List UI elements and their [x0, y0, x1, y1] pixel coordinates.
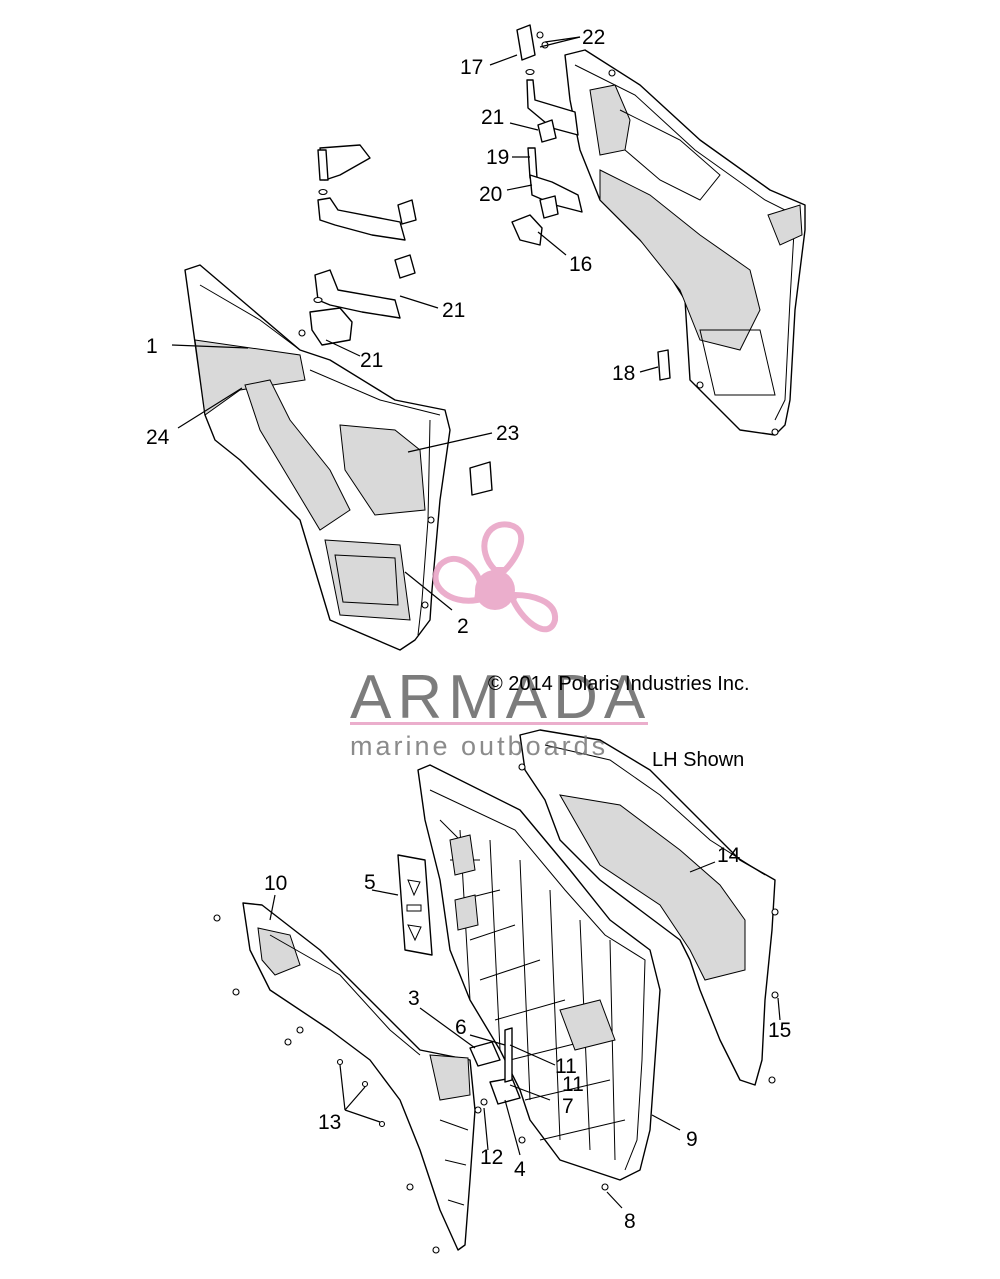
callout-label: 7	[562, 1095, 574, 1118]
callout-label: 24	[146, 426, 170, 449]
latch-hardware	[336, 1027, 526, 1144]
door-panel-upper-left	[184, 264, 451, 651]
callout-label: 9	[686, 1128, 698, 1151]
callout-label: 15	[768, 1019, 791, 1042]
bracket-part-18	[657, 349, 671, 381]
callout-labels: 1 2 3 4 5 6 7 8 9 10 11 11 12 13 14 15 1…	[146, 26, 791, 1233]
view-note: LH Shown	[652, 749, 744, 771]
callout-label: 10	[264, 872, 287, 895]
callout-label: 19	[486, 146, 509, 169]
callout-label: 17	[460, 56, 483, 79]
watermark-brand: ARMADA	[350, 663, 651, 732]
callout-label: 18	[612, 362, 635, 385]
callout-label: 14	[717, 844, 741, 867]
propeller-logo-icon	[432, 521, 558, 633]
callout-label: 6	[455, 1016, 467, 1039]
callout-label: 13	[318, 1111, 341, 1134]
callout-label: 21	[360, 349, 383, 372]
callout-label: 11	[555, 1055, 577, 1078]
hinge-assembly-upper-right	[511, 24, 583, 246]
callout-label: 23	[496, 422, 519, 445]
callout-label: 2	[457, 615, 469, 638]
door-frame-part-9	[417, 764, 661, 1191]
callout-label: 11	[562, 1073, 584, 1096]
callout-label: 5	[364, 871, 376, 894]
leader-lines	[171, 36, 781, 1209]
copyright-note: © 2014 Polaris Industries Inc.	[488, 673, 750, 695]
watermark: ARMADA marine outboards	[350, 521, 651, 761]
callout-label: 8	[624, 1210, 636, 1233]
callout-label: 22	[582, 26, 605, 49]
callout-label: 12	[480, 1146, 503, 1169]
door-trim-panel-14	[518, 729, 779, 1086]
door-trim-panel-10	[213, 902, 476, 1254]
callout-label: 4	[514, 1158, 526, 1181]
callout-label: 16	[569, 253, 592, 276]
door-panel-upper-right	[564, 49, 806, 436]
hinge-assembly-upper-left	[298, 144, 417, 346]
latch-part-23	[469, 461, 493, 496]
plate-part-5	[397, 854, 433, 956]
callout-label: 3	[408, 987, 420, 1010]
callout-label: 20	[479, 183, 502, 206]
watermark-tagline: marine outboards	[350, 731, 608, 761]
callout-label: 1	[146, 335, 158, 358]
callout-label: 21	[442, 299, 465, 322]
callout-label: 21	[481, 106, 504, 129]
